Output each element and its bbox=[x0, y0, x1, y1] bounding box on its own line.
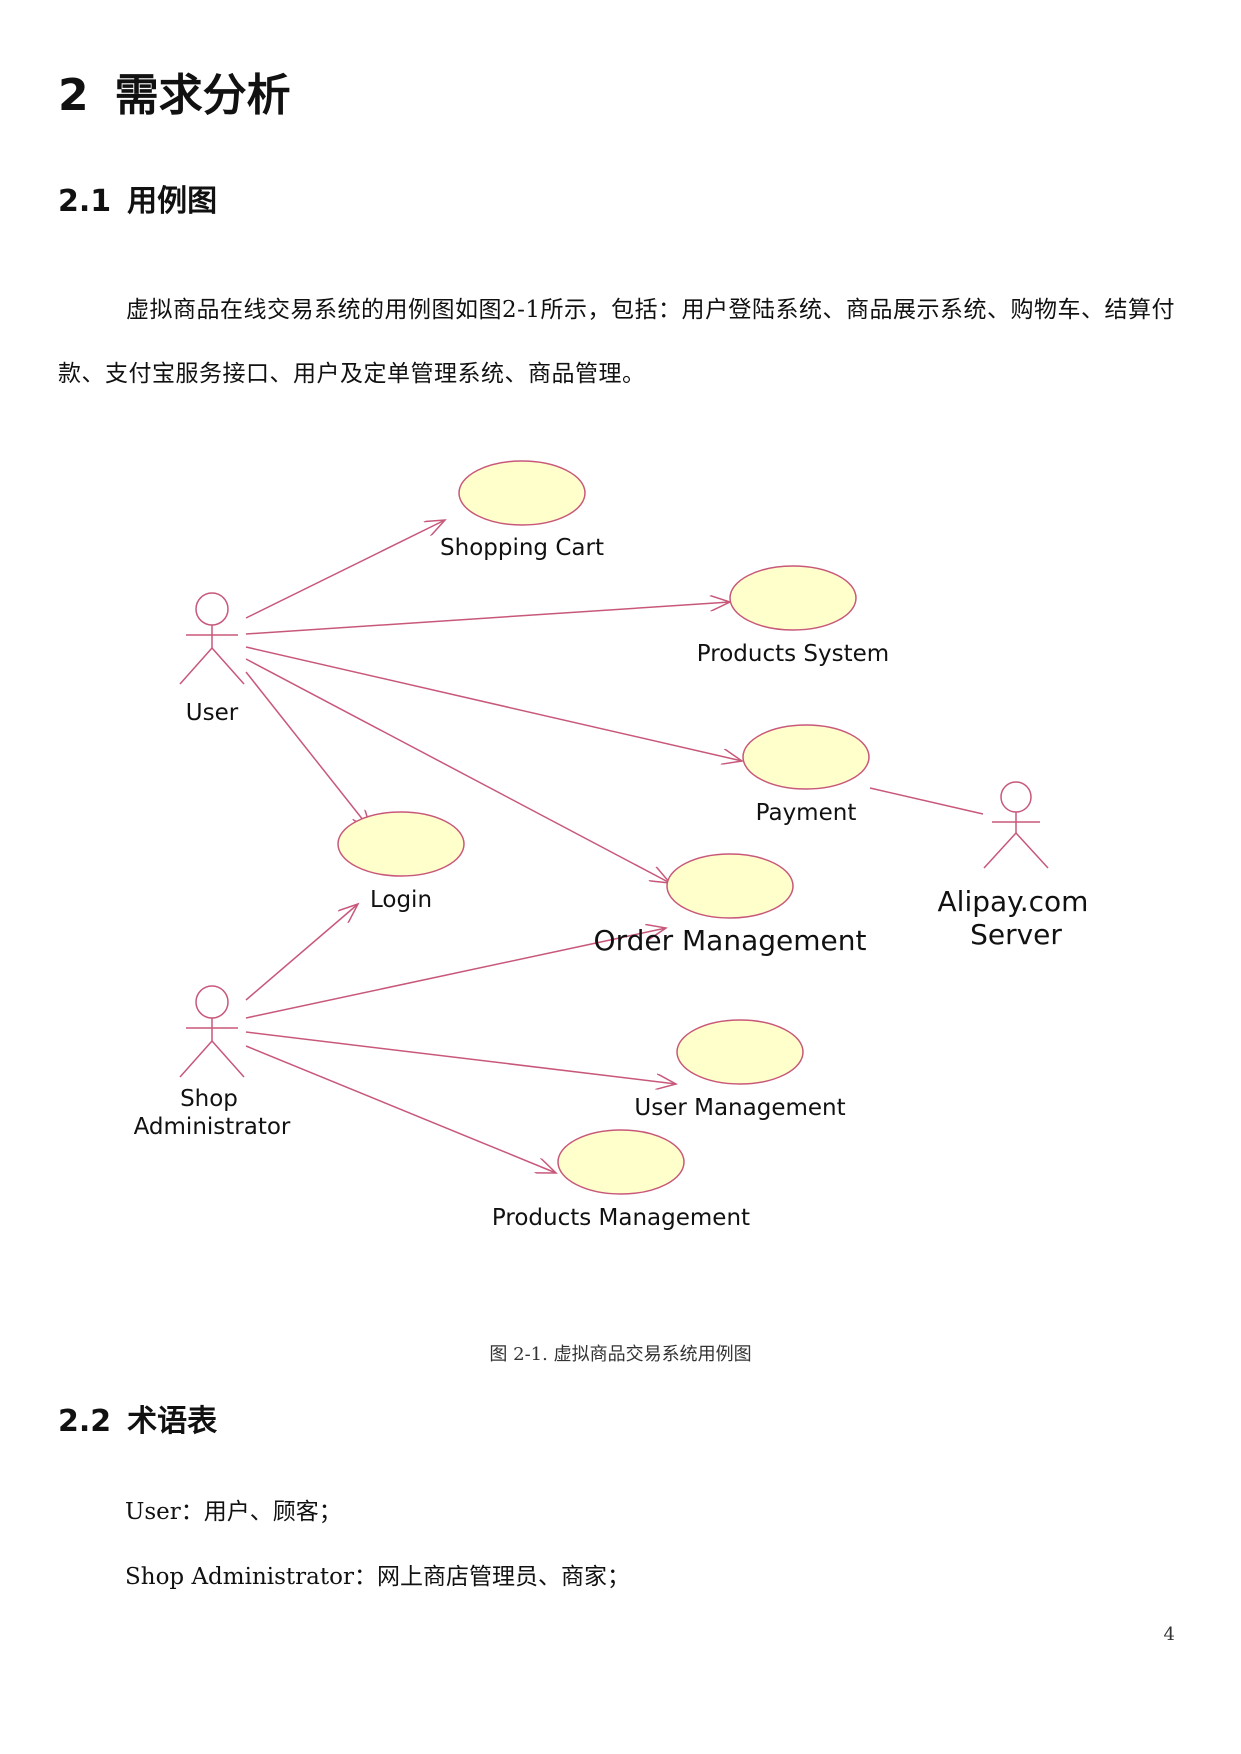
section-title: 用例图 bbox=[127, 184, 218, 219]
use-case-login bbox=[337, 811, 465, 877]
section-title: 术语表 bbox=[127, 1404, 218, 1439]
label-payment: Payment bbox=[756, 800, 857, 826]
intro-paragraph: 虚拟商品在线交易系统的用例图如图2-1所示，包括：用户登陆系统、商品展示系统、购… bbox=[58, 297, 1176, 387]
use-case-user-management bbox=[676, 1019, 804, 1085]
use-case-order-management bbox=[666, 853, 794, 919]
glossary-term: Shop Administrator bbox=[125, 1564, 354, 1590]
actor-alipay-figure bbox=[983, 781, 1049, 869]
actor-user-figure bbox=[179, 592, 245, 685]
label-order-management: Order Management bbox=[594, 924, 867, 957]
section-number: 2.1 bbox=[58, 184, 112, 219]
assoc-user-payment bbox=[245, 646, 742, 761]
glossary-term: User bbox=[125, 1499, 181, 1525]
glossary-entry: User：用户、顾客； bbox=[125, 1496, 342, 1528]
page-number: 4 bbox=[1163, 1624, 1175, 1645]
label-actor-user: User bbox=[186, 700, 239, 726]
use-case-products-management bbox=[557, 1129, 685, 1195]
use-case-payment bbox=[742, 724, 870, 790]
section-heading-glossary: 2.2 术语表 bbox=[58, 1402, 217, 1442]
assoc-admin-products-management bbox=[245, 1045, 556, 1173]
use-case-products-system bbox=[729, 565, 857, 631]
assoc-admin-login bbox=[245, 904, 358, 1001]
chapter-title: 需求分析 bbox=[114, 70, 291, 121]
assoc-user-login bbox=[245, 671, 371, 830]
figure-caption: 图 2-1. 虚拟商品交易系统用例图 bbox=[489, 1344, 752, 1365]
label-shopping-cart: Shopping Cart bbox=[440, 535, 604, 561]
label-actor-shop: Shop bbox=[180, 1086, 238, 1112]
actor-shop-admin-figure bbox=[179, 985, 245, 1078]
assoc-user-shopping-cart bbox=[245, 520, 445, 619]
assoc-admin-user-management bbox=[245, 1031, 676, 1084]
chapter-heading: 2 需求分析 bbox=[58, 68, 291, 124]
section-heading-use-case: 2.1 用例图 bbox=[58, 182, 217, 222]
assoc-admin-order-management bbox=[245, 928, 666, 1019]
glossary-definition: ：用户、顾客； bbox=[180, 1499, 342, 1525]
use-case-diagram: Shopping Cart Products System Payment Lo… bbox=[134, 460, 1089, 1231]
label-actor-alipay: Alipay.com bbox=[938, 885, 1089, 918]
label-products-management: Products Management bbox=[492, 1205, 750, 1231]
assoc-user-order-management bbox=[245, 658, 670, 883]
section-number: 2.2 bbox=[58, 1404, 112, 1439]
assoc-user-products-system bbox=[245, 602, 730, 635]
glossary-entry: Shop Administrator：网上商店管理员、商家； bbox=[125, 1561, 630, 1593]
assoc-payment-alipay bbox=[869, 787, 984, 815]
use-case-shopping-cart bbox=[458, 460, 586, 526]
label-user-management: User Management bbox=[634, 1095, 845, 1121]
label-login: Login bbox=[370, 887, 432, 913]
chapter-number: 2 bbox=[58, 70, 89, 121]
label-actor-server: Server bbox=[970, 918, 1062, 951]
glossary-definition: ：网上商店管理员、商家； bbox=[353, 1564, 630, 1590]
label-actor-administrator: Administrator bbox=[134, 1114, 291, 1140]
label-products-system: Products System bbox=[697, 641, 889, 667]
